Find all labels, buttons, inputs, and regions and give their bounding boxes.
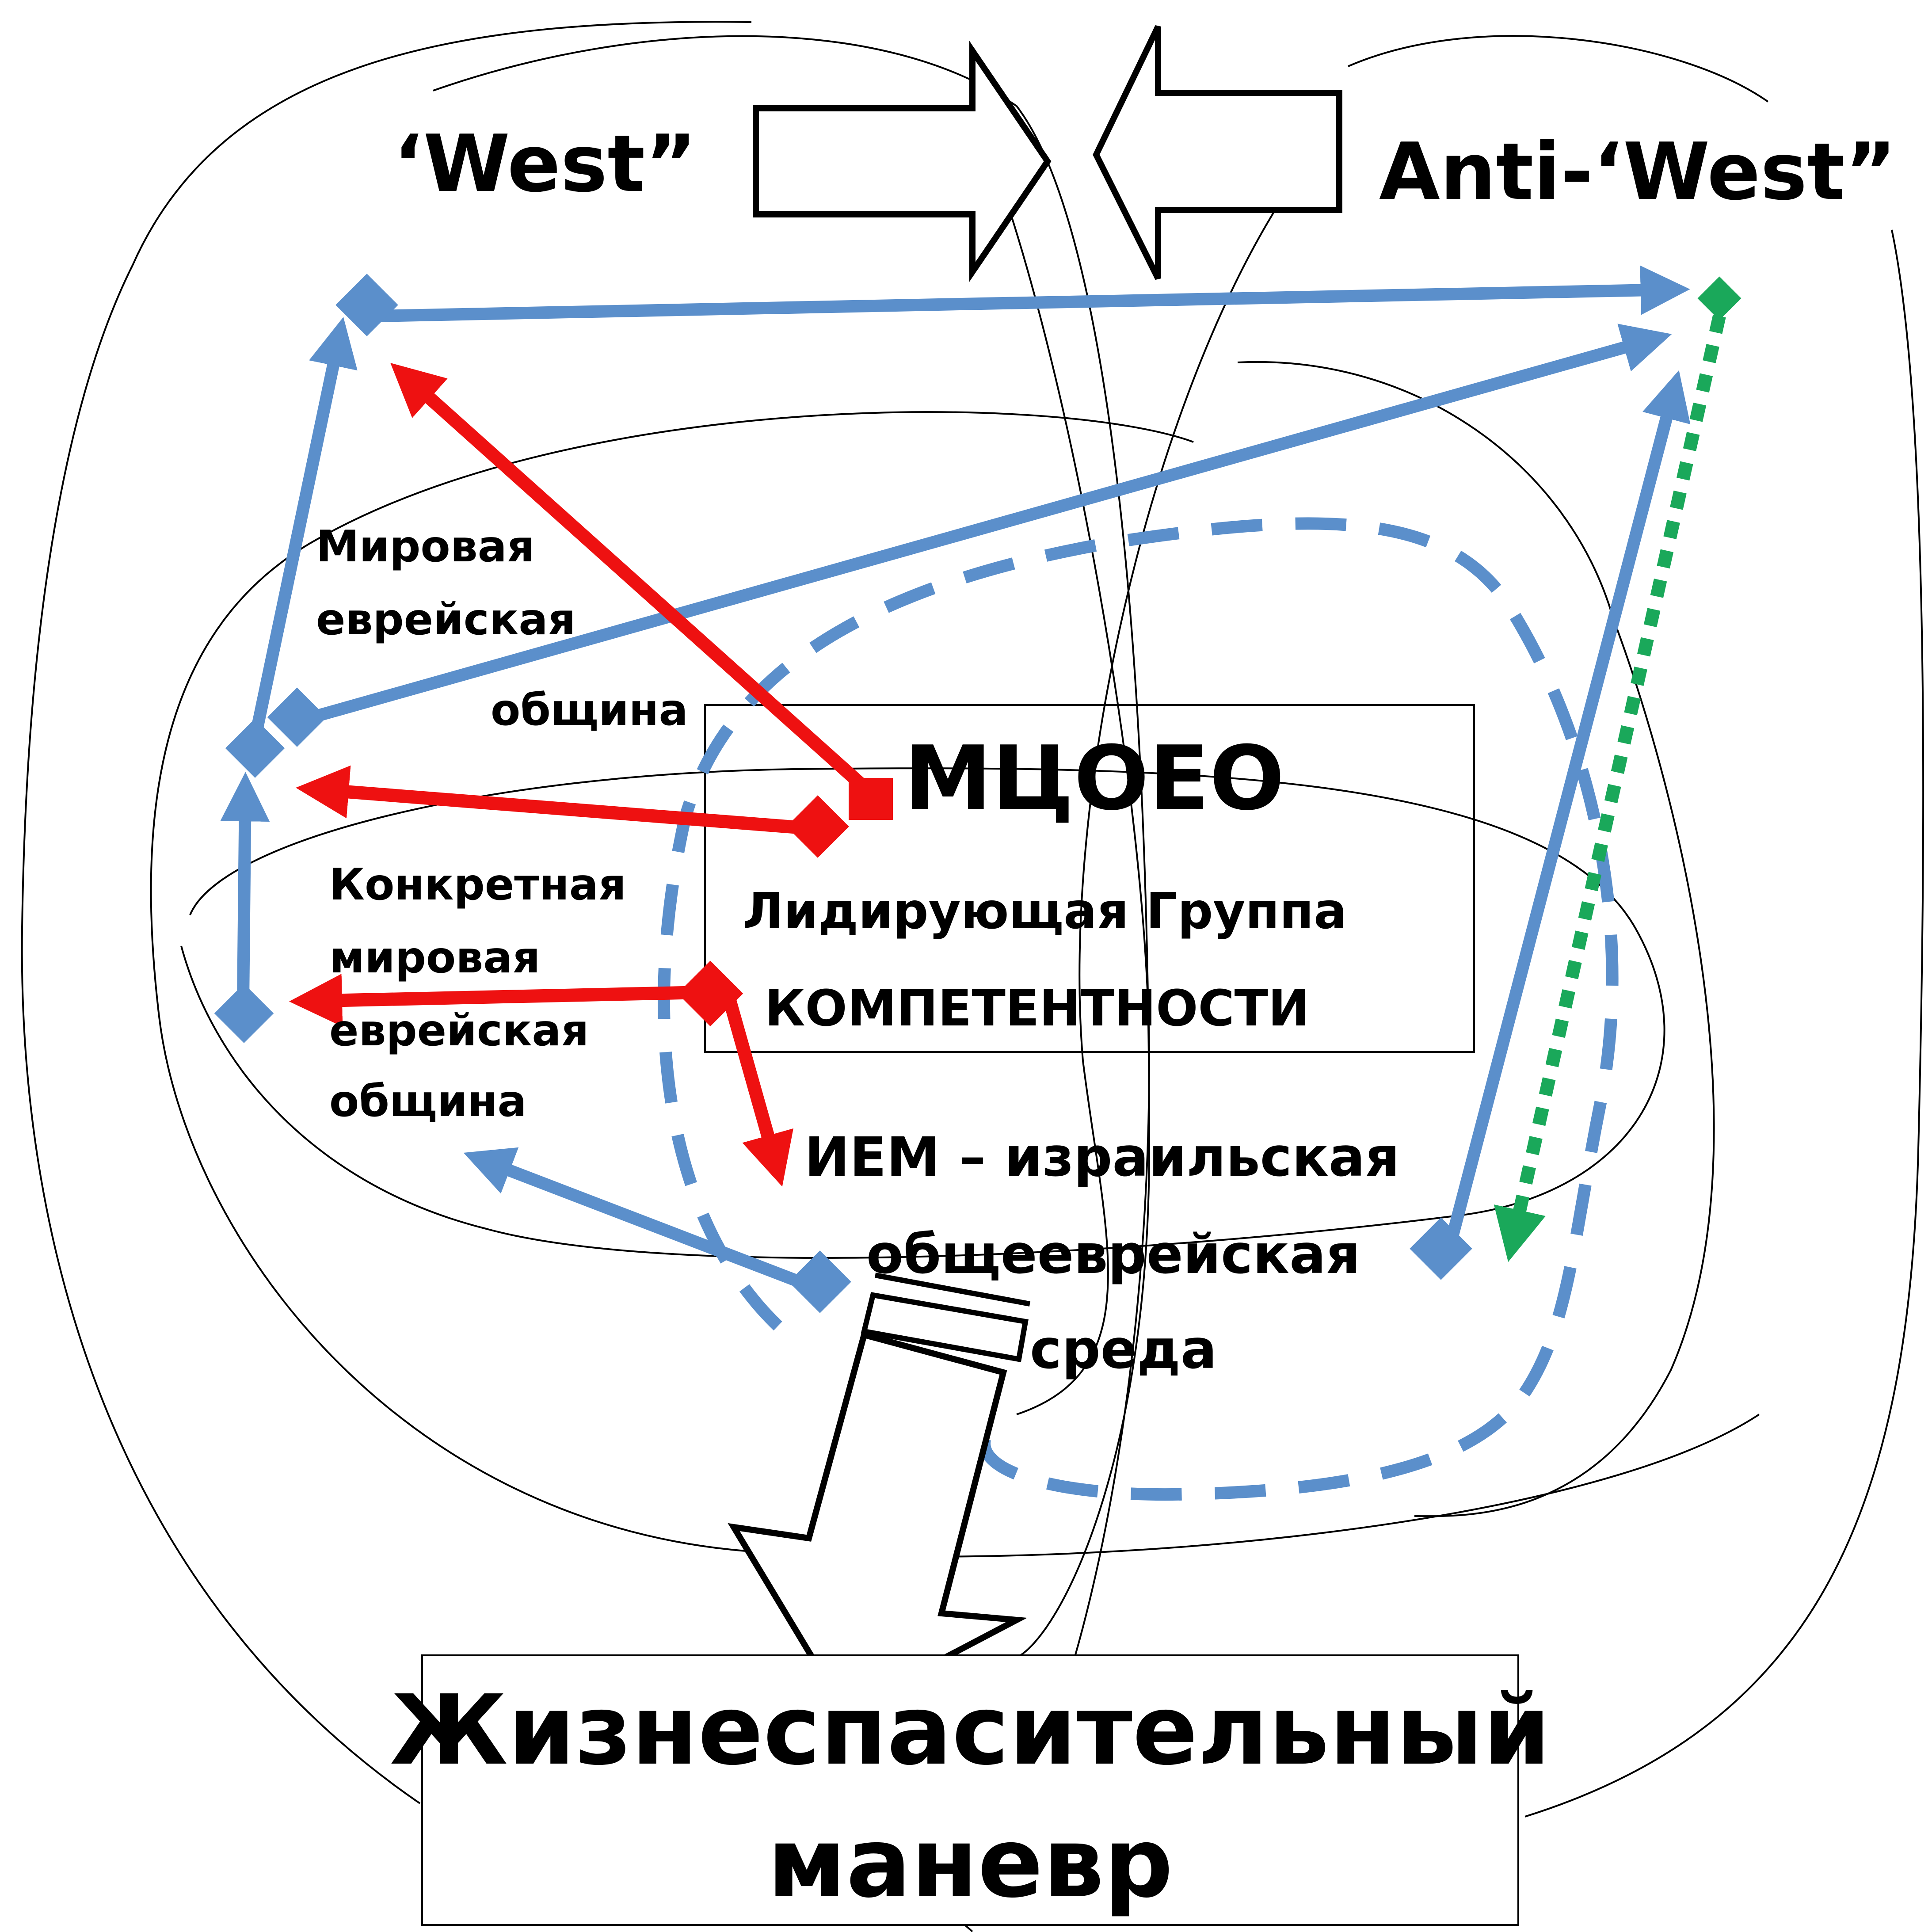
center-box xyxy=(704,704,1475,1053)
blue-arrow-world-up xyxy=(248,317,358,744)
blue-diamond-concrete xyxy=(214,983,274,1043)
outer-loop-right xyxy=(1348,35,1924,1818)
center-line-leading-group: Лидирующая Группа xyxy=(743,883,1347,940)
mid-loop-right xyxy=(1237,361,1715,1517)
inner-loop xyxy=(180,767,1665,1259)
red-diamond-world xyxy=(786,795,849,858)
blue-diamond-iem xyxy=(789,1250,851,1313)
center-acronym: МЦОЕО xyxy=(904,727,1284,830)
svg-text:общееврейская: общееврейская xyxy=(866,1223,1360,1286)
blue-arrow-west-to-anti-west xyxy=(375,265,1690,322)
anti-west-arrow-left xyxy=(1093,25,1342,280)
blue-arrow-concrete-up xyxy=(220,772,270,1004)
blue-arrow-iem-to-anti-west xyxy=(1444,370,1691,1248)
blue-diamond-world-b xyxy=(225,718,285,778)
red-arrow-center-to-iem xyxy=(723,997,793,1187)
crossing-line-2 xyxy=(1016,185,1292,1415)
center-line-competence: КОМПЕТЕНТНОСТИ xyxy=(765,980,1310,1037)
svg-text:община: община xyxy=(329,1076,527,1127)
svg-text:еврейская: еврейская xyxy=(316,594,575,645)
concrete-community-label: Конкретная мировая еврейская община xyxy=(329,860,626,1127)
blue-arrow-world-to-anti-west xyxy=(299,324,1672,727)
red-block-center xyxy=(849,778,893,820)
west-arrow-right xyxy=(753,41,1052,282)
mid-loop-upper xyxy=(150,411,1760,1558)
blue-diamond-west xyxy=(335,274,398,336)
blue-diamond-iem-right xyxy=(1410,1217,1472,1280)
red-arrow-center-to-concrete xyxy=(289,974,703,1027)
blue-diamonds xyxy=(214,274,1472,1313)
svg-text:мировая: мировая xyxy=(329,933,540,983)
red-diamonds xyxy=(677,778,893,1026)
svg-text:среда: среда xyxy=(1030,1318,1217,1381)
outer-loop-top xyxy=(433,35,1151,1658)
crossing-line-1 xyxy=(972,110,1151,1813)
maneuver-box xyxy=(421,1654,1519,1926)
red-arrows xyxy=(289,362,871,1187)
background-loops xyxy=(21,21,1924,1932)
blue-arrow-iem-to-concrete xyxy=(463,1147,814,1292)
green-diamond-start xyxy=(1697,276,1741,320)
svg-text:Мировая: Мировая xyxy=(316,522,535,572)
blue-arrows xyxy=(220,265,1691,1292)
red-arrow-center-to-west xyxy=(390,362,871,794)
world-community-label: Мировая еврейская община xyxy=(316,522,688,735)
svg-text:ИЕМ – израильская: ИЕМ – израильская xyxy=(804,1126,1400,1189)
title-west: ‘West” xyxy=(393,118,697,210)
outer-loop-left xyxy=(21,21,752,1804)
svg-text:Конкретная: Конкретная xyxy=(329,860,626,910)
title-anti-west: Anti-‘West” xyxy=(1379,126,1897,217)
red-diamond-concrete xyxy=(677,960,743,1026)
svg-text:еврейская: еврейская xyxy=(329,1006,589,1056)
red-arrow-center-to-world xyxy=(296,765,816,835)
green-dotted-arrow xyxy=(1494,314,1726,1262)
maneuver-line-2: маневр xyxy=(767,1807,1173,1919)
iem-label: ИЕМ – израильская общееврейская среда xyxy=(804,1126,1400,1381)
blue-diamond-world-a xyxy=(267,687,327,747)
maneuver-line-1: Жизнеспасительный xyxy=(390,1675,1551,1787)
maneuver-arrow xyxy=(728,1273,1031,1715)
svg-text:община: община xyxy=(491,685,688,735)
